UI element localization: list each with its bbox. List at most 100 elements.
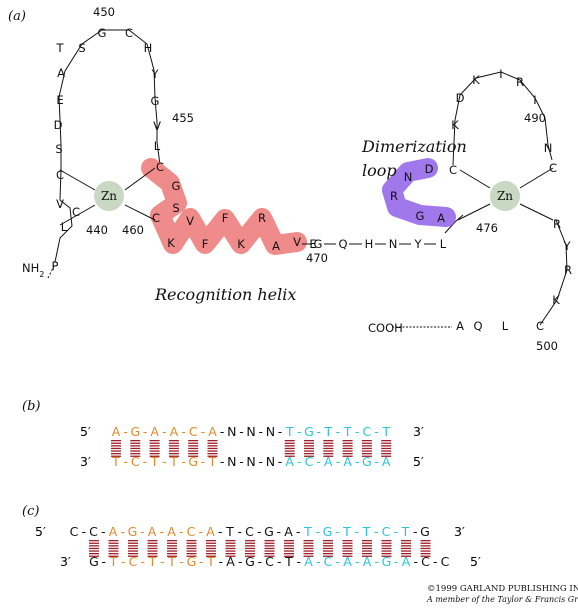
base-pair-bar	[167, 555, 177, 557]
panel-label-c: (c)	[22, 504, 39, 519]
bond-dash: -	[355, 554, 360, 569]
bond-dash: -	[181, 424, 186, 439]
base-pair-bar	[284, 450, 295, 452]
dna-c-bottom-base: C	[129, 554, 138, 569]
base-pair-bar	[206, 550, 216, 552]
dna-c-bottom-base: T	[109, 554, 118, 569]
nh2-label: NH2	[22, 261, 44, 279]
dna-b-top-base: A	[112, 424, 121, 439]
bond-dash: -	[179, 554, 184, 569]
bond-dash: -	[257, 524, 262, 539]
finger1-residue: E	[56, 93, 63, 107]
finger2-residue: Y	[562, 239, 571, 253]
base-pair-bar	[206, 540, 216, 542]
dna-c-top-base: A	[109, 524, 118, 539]
base-pair-bar	[303, 545, 314, 547]
finger1-residue: V	[153, 119, 161, 133]
bond-dash: -	[179, 524, 184, 539]
base-pair-bar	[168, 447, 179, 450]
finger2-residue: N	[544, 141, 553, 155]
base-pair-bar	[303, 553, 314, 555]
linker-residue: L	[440, 237, 447, 251]
base-pair-bar	[284, 545, 294, 547]
loop-residue: D	[425, 162, 434, 176]
base-pair-bar	[111, 442, 121, 444]
dimerization-label-line2: loop	[362, 161, 397, 180]
bond-dash: -	[101, 524, 106, 539]
base-pair-bar	[342, 447, 353, 450]
base-pair-bar	[362, 553, 372, 555]
base-pair-bar	[342, 442, 353, 444]
base-pair-bar	[245, 555, 255, 557]
base-pair-bar	[130, 440, 141, 442]
bond-dash: -	[218, 524, 223, 539]
base-pair-bar	[188, 455, 199, 457]
helix-residue: C	[152, 211, 160, 225]
base-pair-bar	[284, 442, 295, 444]
finger1-residue: C	[72, 205, 80, 219]
base-pair-bar	[323, 455, 334, 457]
base-pair-bar	[130, 455, 141, 457]
bond-dash: -	[143, 424, 148, 439]
base-pair-bar	[303, 550, 314, 552]
base-pair-bar	[207, 442, 218, 444]
base-pair-bar	[130, 445, 141, 447]
base-pair-bar	[128, 547, 138, 550]
dimerization-loop-band	[382, 158, 456, 227]
residue-number-490: 490	[524, 111, 546, 125]
dna-c-bottom-base: G	[382, 554, 392, 569]
base-pair-bar	[207, 455, 218, 457]
bond-dash: -	[239, 424, 244, 439]
base-pair-bar	[361, 447, 372, 450]
copyright-line2: A member of the Taylor & Francis Group	[426, 595, 578, 604]
dna-c-top-base: C	[382, 524, 391, 539]
loop-residue: R	[390, 189, 398, 203]
linker-residue: N	[389, 237, 398, 251]
base-pair-bar	[361, 450, 372, 452]
base-pair-bar	[304, 453, 314, 455]
helix-residue: E	[309, 237, 316, 251]
dna-c-bottom-base: A	[304, 554, 313, 569]
dna-c-top-base: C	[245, 524, 254, 539]
recognition-helix-band	[141, 158, 307, 255]
base-pair-bar	[420, 553, 431, 555]
finger1-residue: S	[55, 142, 62, 156]
base-pair-bar	[264, 553, 275, 555]
base-pair-bar	[381, 542, 392, 544]
base-pair-bar	[264, 550, 275, 552]
dna-b-top-base: N	[246, 424, 255, 439]
bond-dash: -	[162, 454, 167, 469]
dimerization-label-line1: Dimerization	[361, 137, 467, 156]
finger2-residue: K	[552, 293, 560, 307]
base-pair-bar	[264, 547, 275, 550]
base-pair-bar	[342, 553, 353, 555]
dna-c-top-base: A	[284, 524, 293, 539]
base-pair-bar	[342, 450, 353, 452]
dna-c-top-5prime: 5′	[35, 524, 46, 539]
base-pair-bar	[381, 553, 392, 555]
base-pair-bar	[167, 545, 177, 547]
bond-dash: -	[413, 524, 418, 539]
bond-dash: -	[220, 424, 225, 439]
base-pair-bar	[207, 445, 218, 447]
base-pair-bar	[206, 553, 216, 555]
base-pair-bar	[206, 547, 216, 550]
residue-number-470: 470	[306, 251, 328, 265]
finger1-residue: L	[154, 139, 161, 153]
dna-c-top-base: A	[206, 524, 215, 539]
base-pair-bar	[147, 555, 158, 557]
base-pair-bar	[128, 545, 138, 547]
base-pair-bar	[225, 547, 236, 550]
bond-dash: -	[393, 524, 398, 539]
dna-c-top-base: C	[89, 524, 98, 539]
dna-b-top-5prime: 5′	[80, 424, 91, 439]
base-pair-bar	[108, 555, 119, 557]
base-pair-bar	[323, 542, 333, 544]
dna-b-bottom-base: G	[188, 454, 198, 469]
base-pair-bar	[264, 555, 275, 557]
dna-c-top-3prime: 3′	[454, 524, 465, 539]
finger2-residue: I	[499, 67, 502, 81]
base-pair-bar	[168, 442, 179, 444]
finger2-backbone	[444, 71, 568, 326]
